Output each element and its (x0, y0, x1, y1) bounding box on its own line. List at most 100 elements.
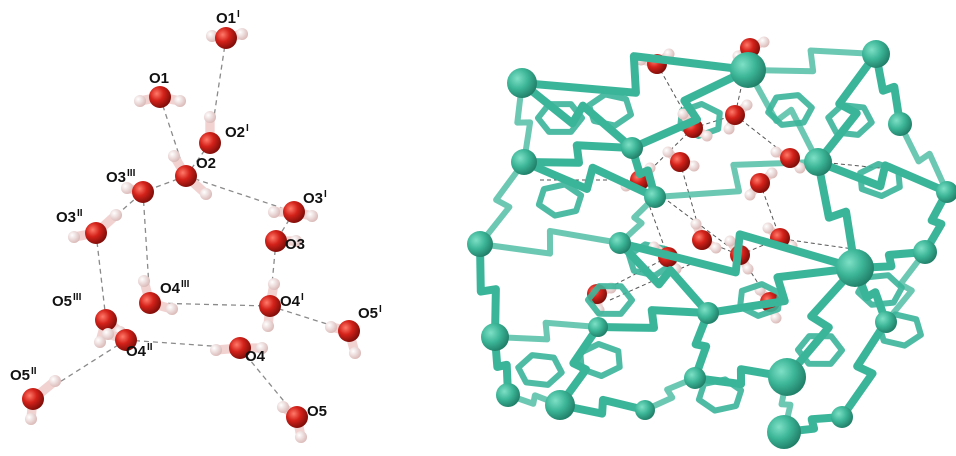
framework-strut (616, 230, 859, 277)
framework-strut (921, 188, 951, 256)
framework-strut (838, 318, 890, 421)
aromatic-ring (535, 181, 585, 219)
water-molecule-10 (259, 277, 281, 333)
hydrogen-atom (305, 209, 319, 223)
hydrogen-atom (93, 335, 107, 349)
metal-node (888, 112, 912, 136)
metal-node (831, 406, 853, 428)
hydrogen-atom (742, 263, 754, 275)
metal-node (936, 181, 956, 203)
oxygen-atom (670, 152, 690, 172)
label-o4-iii: O4III (160, 279, 190, 297)
metal-node (467, 231, 493, 257)
aromatic-ring (586, 91, 634, 129)
aromatic-ring (535, 101, 585, 135)
hydrogen-atom (199, 187, 213, 201)
framework-strut (520, 158, 659, 201)
water-molecule-cage-6 (744, 167, 778, 201)
metal-node (862, 40, 890, 68)
label-o5: O5 (307, 403, 328, 420)
hydrogen-atom (261, 319, 275, 333)
hydrogen-atom (203, 110, 217, 124)
oxygen-atom (95, 309, 117, 331)
oxygen-atom (780, 148, 800, 168)
oxygen-atom (22, 388, 44, 410)
framework-strut (556, 323, 602, 409)
oxygen-atom (750, 173, 770, 193)
metal-node (496, 383, 520, 407)
water-molecule-cage-8 (690, 218, 722, 254)
label-o2-i: O2I (225, 123, 249, 141)
metal-node (768, 358, 806, 396)
framework-strut (628, 144, 659, 201)
framework-strut (616, 239, 712, 317)
hydrogen-atom (744, 189, 756, 201)
metal-node (836, 249, 874, 287)
water-molecule-6 (267, 201, 319, 223)
hydrogen-bond (269, 305, 350, 332)
water-molecule-2 (199, 110, 221, 154)
water-molecules (22, 27, 362, 444)
hydrogen-atom (677, 108, 689, 120)
oxygen-atom (115, 329, 137, 351)
framework-strut (476, 240, 500, 341)
water-molecule-1 (133, 86, 187, 108)
hydrogen-atom (324, 320, 338, 334)
framework-strut (691, 309, 712, 382)
hydrogen-atom (267, 205, 281, 219)
hydrogen-atom (766, 167, 778, 179)
framework-strut (617, 194, 658, 246)
framework-strut (883, 249, 928, 325)
oxygen-atom (139, 292, 161, 314)
hydrogen-atom (133, 94, 147, 108)
hydrogen-atom (794, 162, 806, 174)
hydrogen-bond (159, 96, 187, 177)
aromatic-ring (765, 92, 815, 128)
framework-strut (492, 319, 601, 343)
metal-node (767, 415, 801, 449)
aromatic-ring (857, 161, 903, 199)
water-molecule-cage-7 (770, 146, 806, 174)
aromatic-ring (585, 283, 635, 317)
metal-node (511, 149, 537, 175)
framework-strut (642, 375, 698, 413)
hydrogen-atom (205, 29, 219, 43)
label-o3-i: O3I (303, 189, 327, 207)
hydrogen-atom (209, 343, 223, 357)
label-o4-i: O4I (280, 292, 304, 310)
cage-hydrogen-bond (734, 47, 751, 116)
label-o3-iii: O3III (106, 168, 136, 186)
label-o5-iii: O5III (52, 292, 82, 310)
water-molecule-cage-3 (723, 99, 753, 135)
label-o1-i: O1I (216, 9, 240, 27)
water-molecule-14 (22, 374, 62, 426)
hydrogen-atom (165, 302, 179, 316)
hydrogen-atom (688, 160, 700, 172)
framework-strut (652, 159, 821, 200)
metal-node (635, 400, 655, 420)
water-molecule-9 (137, 274, 179, 316)
hydrogen-atom (235, 27, 249, 41)
hydrogen-atom (101, 327, 115, 341)
water-molecule-15 (276, 400, 308, 444)
water-molecule-4 (120, 181, 154, 203)
metal-node (507, 68, 537, 98)
water-molecule-12 (101, 327, 137, 351)
water-molecule-cage-5 (662, 146, 700, 172)
framework-strut (745, 67, 821, 165)
oxygen-atom (85, 222, 107, 244)
framework-cage-diagram (467, 36, 956, 449)
hydrogen-atom (770, 146, 782, 158)
hydrogen-atom (724, 235, 736, 247)
hydrogen-atom (267, 277, 281, 291)
framework-strut (745, 47, 879, 75)
hydrogen-atom (348, 346, 362, 360)
hydrogen-atom (276, 400, 290, 414)
hydrogen-atom (662, 146, 674, 158)
water-molecule-13 (209, 337, 269, 359)
oxygen-atom (175, 165, 197, 187)
framework-strut (491, 333, 512, 399)
metal-node (684, 367, 706, 389)
framework-strut (814, 158, 951, 196)
hydrogen-atom (48, 374, 62, 388)
